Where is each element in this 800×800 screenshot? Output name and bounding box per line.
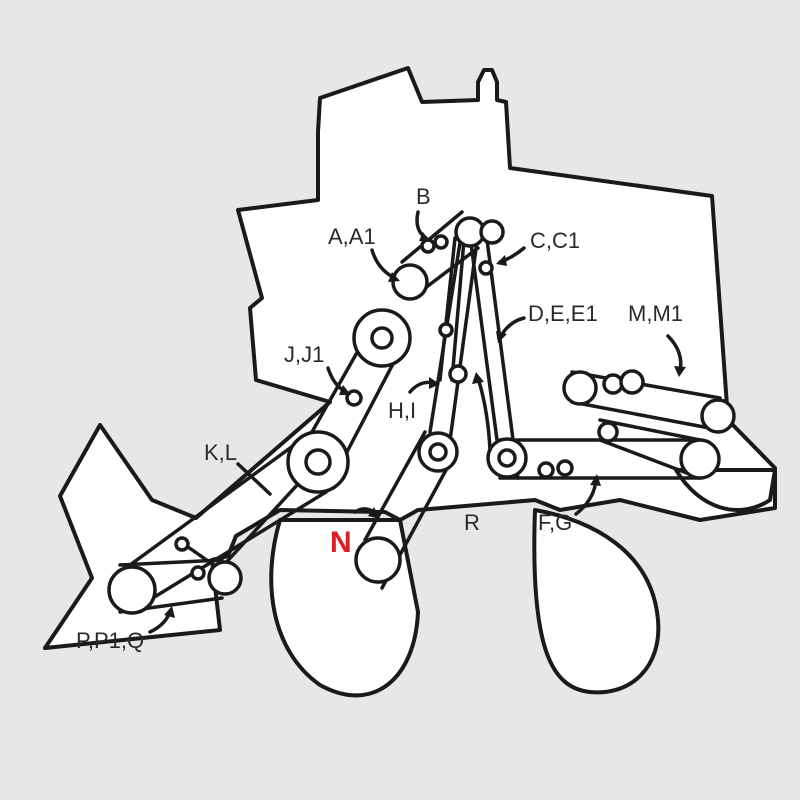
label-c-c1: C,C1 [530, 228, 580, 253]
pulley-r-hub [497, 448, 517, 468]
pulley-m-lower [597, 421, 619, 443]
pulley-m-right [700, 398, 736, 434]
pulleys [107, 216, 736, 615]
rear-wheel [532, 508, 661, 695]
pulley-n [354, 536, 402, 584]
arrow-p-p1-q-head [164, 606, 175, 618]
pulley-center-1 [438, 322, 454, 338]
arrow-k-l [236, 462, 272, 496]
rear-fender [674, 468, 777, 512]
pulley-header-1 [174, 536, 190, 552]
label-b: B [416, 184, 431, 209]
label-p-p1-q: P,P1,Q [76, 628, 144, 653]
pulley-p [107, 565, 157, 615]
arrow-h-i-head [429, 377, 440, 389]
pointer-arrows [148, 210, 686, 634]
pulley-large-lower-hub [304, 448, 332, 476]
pulley-a-a1 [391, 263, 429, 301]
label-n: N [330, 526, 352, 559]
arrow-b-head [419, 232, 430, 242]
label-m-m1: M,M1 [628, 301, 683, 326]
arrow-f-g-head [590, 474, 601, 486]
pulley-f-g-1 [537, 461, 555, 479]
pulley-top-right [479, 219, 505, 245]
belt-center-left [438, 236, 466, 382]
pulley-b-2 [433, 234, 449, 250]
pulley-header-2 [190, 565, 206, 581]
belt-m-m1 [570, 370, 722, 432]
pulley-f-g-2 [556, 459, 574, 477]
arrow-d-e-e1-head [496, 331, 507, 343]
label-j-j1: J,J1 [284, 342, 324, 367]
arrow-r-head [472, 372, 484, 384]
label-d-e-e1: D,E,E1 [528, 301, 598, 326]
arrow-a-a1-head [388, 272, 400, 282]
belt-feeder-upper [128, 430, 328, 614]
arrow-n-head [368, 507, 380, 519]
pulley-m-left [562, 370, 598, 406]
label-k-l: K,L [204, 440, 237, 465]
pulley-c-c1 [478, 260, 494, 276]
pulley-m-mid-2 [619, 369, 645, 395]
pulley-large-upper-hub [370, 326, 394, 350]
label-r: R [464, 510, 480, 535]
label-f-g: F,G [538, 510, 572, 535]
component-labels: A,A1 B C,C1 D,E,E1 M,M1 J,J1 H,I K,L N R… [76, 184, 683, 653]
pulley-h-i-hub [428, 442, 448, 462]
pulley-m-mid-1 [602, 373, 624, 395]
arrow-m-m1-head [674, 366, 686, 377]
arrow-c-c1-head [496, 255, 507, 266]
label-a-a1: A,A1 [328, 224, 376, 249]
arrow-r [476, 376, 492, 452]
pulley-f-g-end [679, 438, 721, 480]
pulley-center-2 [448, 364, 468, 384]
label-h-i: H,I [388, 398, 416, 423]
arrow-j-j1-head [339, 385, 351, 395]
belt-m-m1-lower [598, 418, 702, 480]
pulley-header-right [207, 560, 243, 596]
